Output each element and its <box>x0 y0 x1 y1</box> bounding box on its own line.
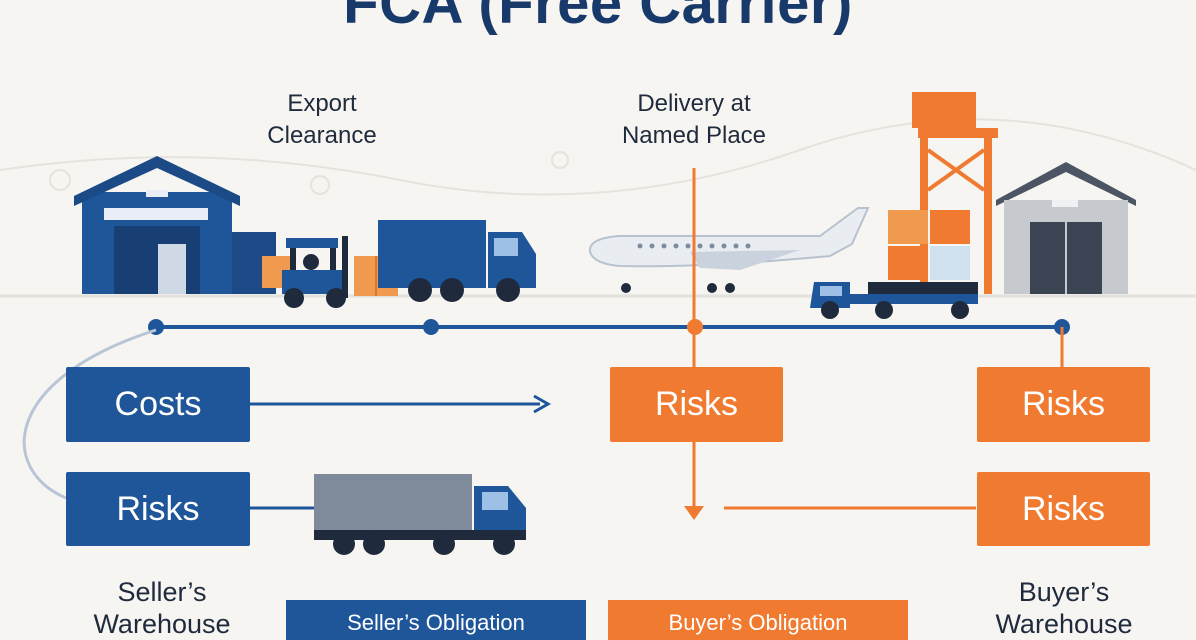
transfer-risks-box: Risks <box>610 367 783 442</box>
seller-cycle-connector <box>22 328 157 500</box>
buyer-obligation-legend: Buyer’s Obligation <box>608 600 908 640</box>
delivery-point-line <box>684 168 704 520</box>
timeline <box>148 319 1070 368</box>
buyer-risks-top-box: Risks <box>977 367 1150 442</box>
costs-arrow <box>250 394 552 414</box>
background-pattern <box>0 118 1196 196</box>
airplane-icon <box>588 207 870 293</box>
buyer-risks-bottom-box: Risks <box>977 472 1150 546</box>
truck-icon <box>378 220 536 302</box>
container-icon <box>888 210 970 280</box>
seller-costs-box: Costs <box>66 367 250 442</box>
truck-icon <box>314 474 526 555</box>
page-title: FCA (Free Carrier) <box>343 0 853 36</box>
truck-icon <box>810 282 978 319</box>
buyer-warehouse-label: Buyer’s Warehouse <box>995 577 1133 639</box>
seller-warehouse-label: Seller’s Warehouse <box>93 577 231 639</box>
seller-obligation-legend: Seller’s Obligation <box>286 600 586 640</box>
delivery-named-place-caption: Delivery at Named Place <box>621 90 767 149</box>
warehouse-icon <box>74 156 276 294</box>
warehouse-icon <box>996 162 1136 294</box>
seller-risks-box: Risks <box>66 472 250 546</box>
export-clearance-caption: Export Clearance <box>267 90 377 149</box>
